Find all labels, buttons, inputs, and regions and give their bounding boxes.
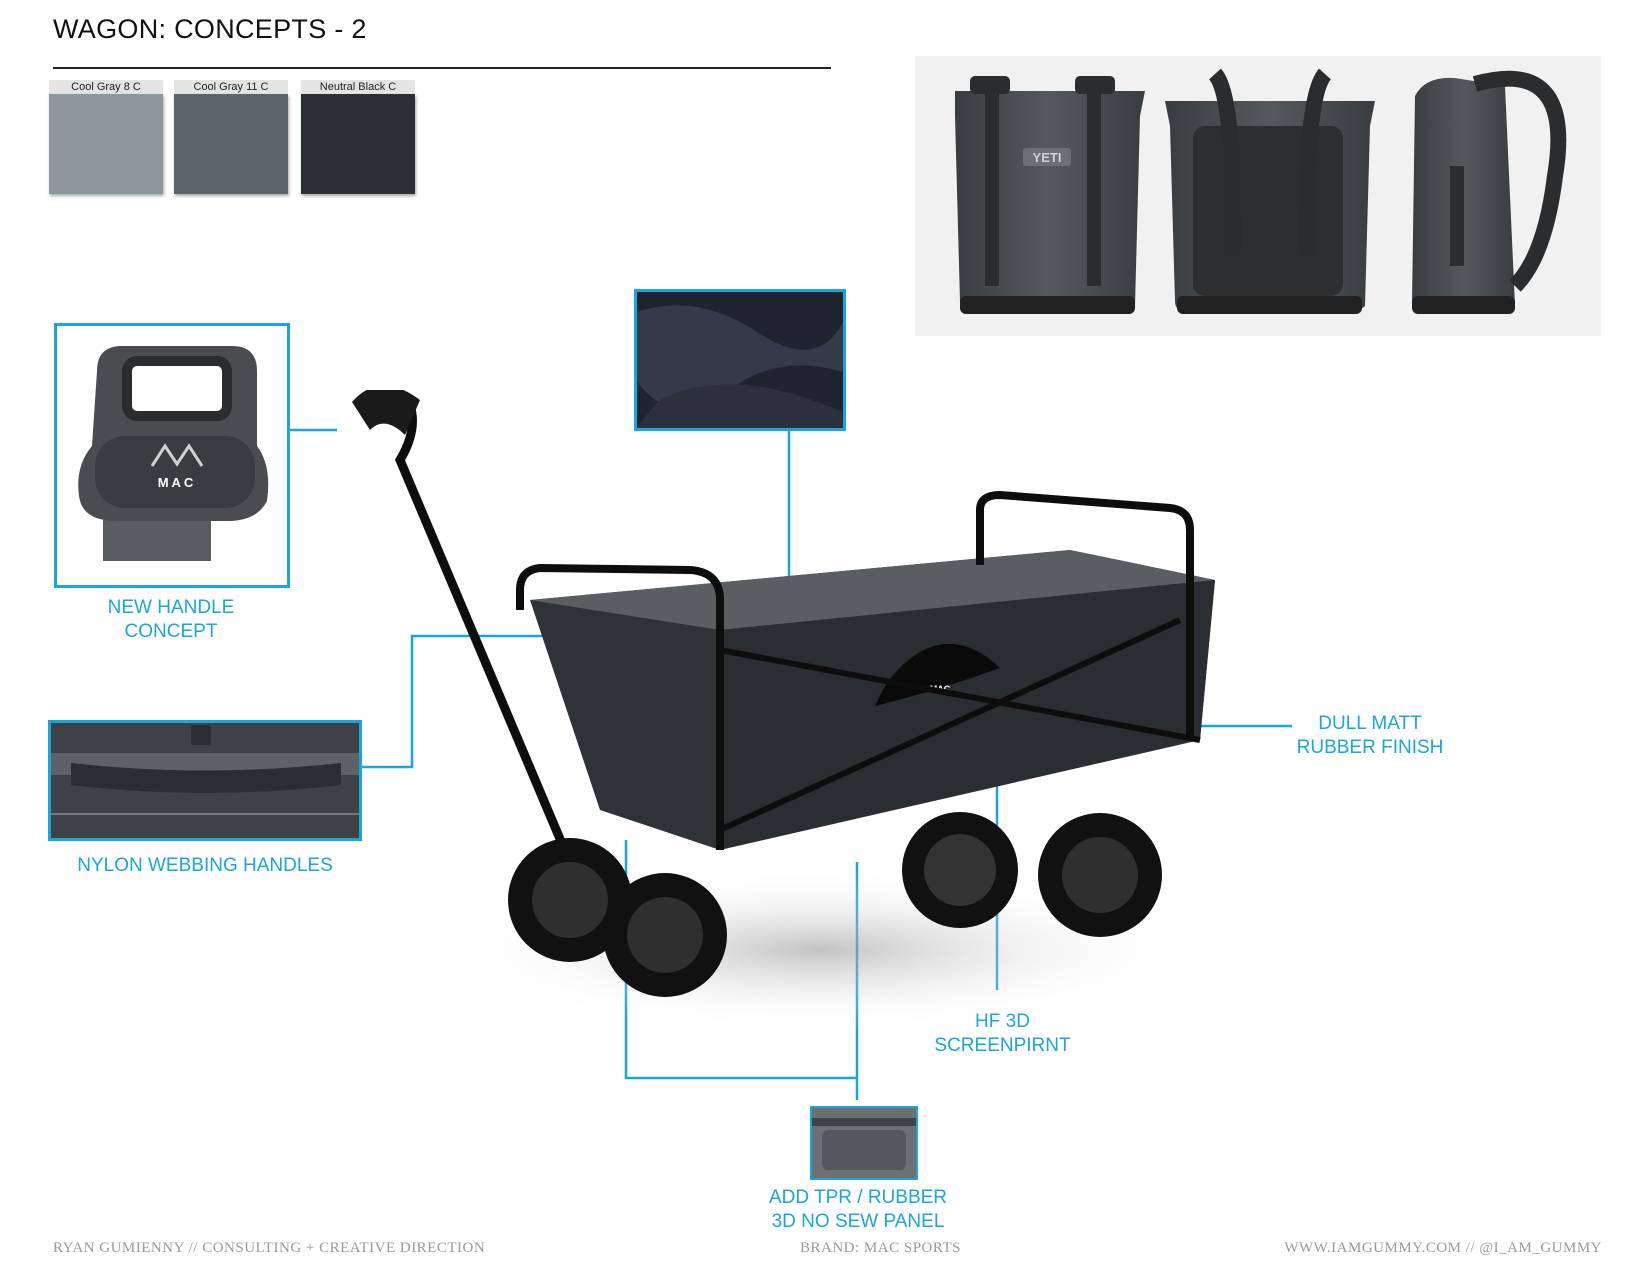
backpack-front-view: YETI	[955, 76, 1145, 314]
swatch-cool-gray-8c: Cool Gray 8 C	[49, 80, 163, 194]
swatch-chip	[174, 94, 288, 194]
footer-website: WWW.IAMGUMMY.COM // @I_AM_GUMMY	[1284, 1240, 1602, 1256]
swatch-label: Cool Gray 11 C	[174, 80, 288, 94]
callout-hf-3d-screenprint: HF 3D SCREENPIRNT	[934, 1011, 1071, 1056]
wagon-tub-floor	[530, 550, 1215, 630]
swatch-label: Neutral Black C	[301, 80, 415, 94]
rear-frame	[976, 490, 1194, 740]
fabric-texture-photo	[634, 289, 846, 431]
mac-logo-text: MAC	[158, 475, 197, 490]
callout-tpr-panel: ADD TPR / RUBBER 3D NO SEW PANEL	[768, 1187, 948, 1232]
reference-backpack-photo: YETI	[915, 56, 1601, 336]
page-title: WAGON: CONCEPTS - 2	[53, 14, 367, 44]
swatch-neutral-black-c: Neutral Black C	[301, 80, 415, 194]
handle-badge	[95, 436, 255, 508]
cross-brace	[718, 617, 1201, 833]
callout-dull-matt-finish: DULL MATT RUBBER FINISH	[1296, 713, 1444, 758]
footer-credit: RYAN GUMIENNY // CONSULTING + CREATIVE D…	[53, 1240, 486, 1256]
front-frame	[516, 563, 724, 850]
wagon-illustration: MAC	[352, 390, 1215, 1030]
screenprint-logo-patch	[875, 643, 1000, 706]
backpack-back-view	[1165, 68, 1375, 314]
mac-logo-mark	[150, 443, 204, 467]
callout-nylon-webbing: NYLON WEBBING HANDLES	[77, 855, 333, 876]
title-divider	[53, 67, 831, 69]
backpack-side-view	[1412, 70, 1567, 315]
swatch-cool-gray-11c: Cool Gray 11 C	[174, 80, 288, 194]
handle-grip	[122, 356, 232, 421]
tpr-panel-photo	[810, 1106, 918, 1180]
swatch-chip	[301, 94, 415, 194]
callout-new-handle: NEW HANDLE CONCEPT	[107, 597, 235, 642]
yeti-logo: YETI	[1033, 150, 1062, 165]
nylon-webbing-photo	[48, 720, 362, 841]
swatch-chip	[49, 94, 163, 194]
swatch-label: Cool Gray 8 C	[49, 80, 163, 94]
footer-brand: BRAND: MAC SPORTS	[800, 1240, 961, 1256]
handle-concept-box: MAC	[54, 323, 290, 588]
